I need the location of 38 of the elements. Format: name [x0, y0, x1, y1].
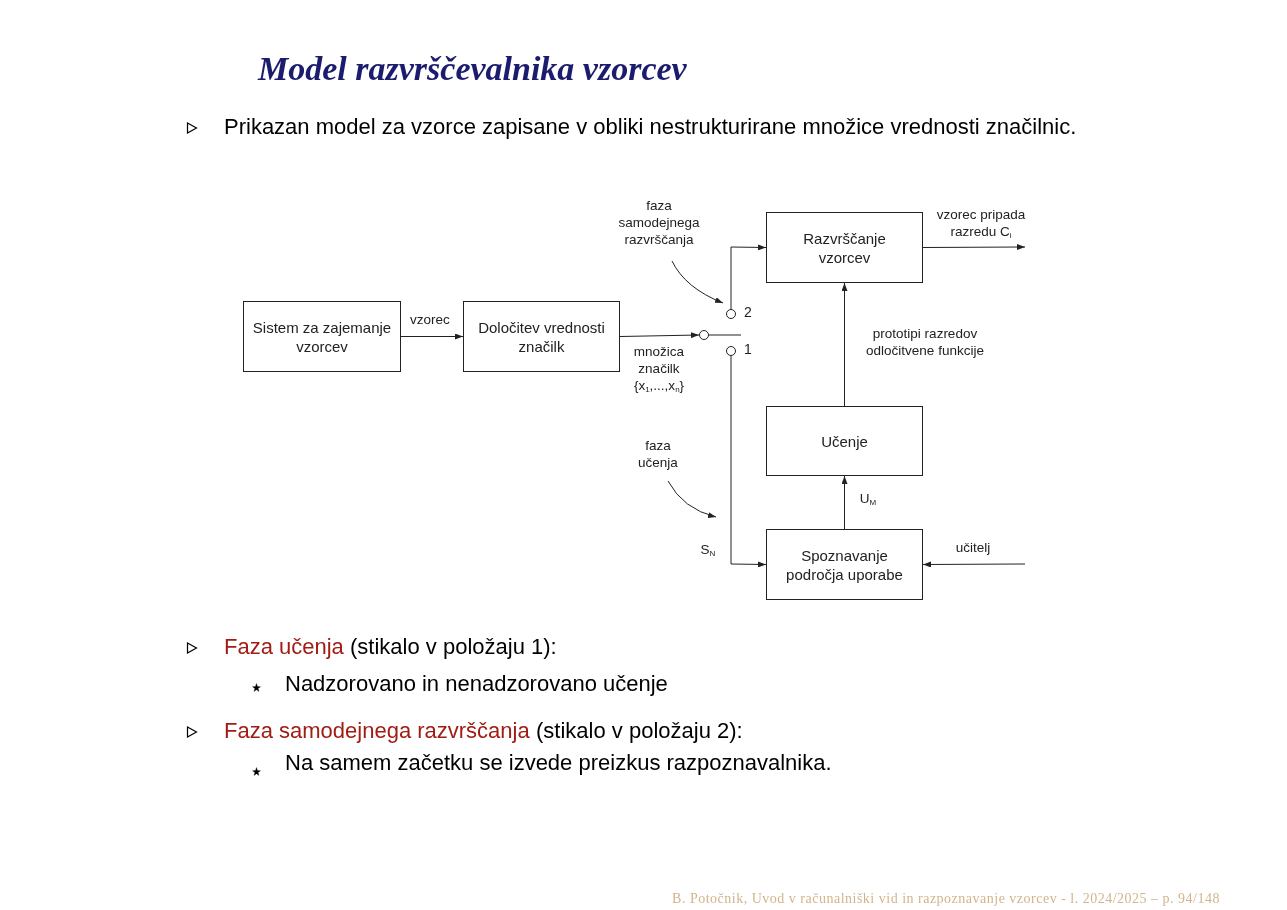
contact-number: 1	[744, 341, 752, 358]
edge-label: vzorec pripada razredu C$_{i}$	[935, 206, 1027, 242]
process-box: Določitev vrednosti značilk	[463, 301, 620, 372]
edge-label: učitelj	[954, 539, 992, 556]
edge-label: prototipi razredov odločitvene funkcije	[865, 325, 985, 359]
edge-label: S$_{N}$	[699, 541, 717, 560]
process-box: Učenje	[766, 406, 923, 476]
edge-label: množica značilk {x$_{1}$,...,x$_{n}$}	[632, 343, 686, 396]
switch-contact	[726, 309, 736, 319]
annotation-text: faza samodejnega razvrščanja	[609, 197, 709, 248]
curved-arrow	[667, 480, 717, 518]
arrow	[619, 332, 700, 339]
arrow	[400, 333, 464, 340]
process-box: Spoznavanje področja uporabe	[766, 529, 923, 600]
bullet-text: (stikalo v položaju 2):	[536, 717, 743, 745]
process-box: Sistem za zajemanje vzorcev	[243, 301, 401, 372]
process-box: Razvrščanje vzorcev	[766, 212, 923, 283]
slide-title: Model razvrščevalnika vzorcev	[258, 50, 687, 88]
highlighted-term: Faza samodejnega razvrščanja	[224, 717, 530, 745]
bullet-text: Prikazan model za vzorce zapisane v obliki nestrukturirane množice vrednosti značilnic.	[224, 113, 1078, 141]
sub-bullet-text: Nadzorovano in nenadzorovano učenje	[285, 670, 668, 698]
switch-contact	[699, 330, 709, 340]
arrow	[841, 475, 848, 530]
highlighted-term: Faza učenja	[224, 633, 344, 661]
contact-number: 2	[744, 304, 752, 321]
switch-contact	[726, 346, 736, 356]
footer-text: B. Potočnik, Uvod v računalniški vid in razpoznavanje vzorcev - l. 2024/2025 – p. 94/148	[671, 891, 1220, 907]
curved-arrow	[671, 260, 724, 304]
arrow	[730, 355, 767, 568]
arrow	[922, 244, 1026, 251]
arrow	[922, 561, 1026, 568]
bullet-text: (stikalo v položaju 1):	[350, 633, 557, 661]
arrow	[841, 282, 848, 407]
annotation-text: faza učenja	[628, 437, 688, 471]
sub-bullet-text: Na samem začetku se izvede preizkus razpoznavalnika.	[285, 749, 832, 777]
arrow	[730, 244, 767, 310]
edge-label: vzorec	[409, 311, 451, 328]
edge-label: U$_{M}$	[858, 490, 878, 509]
